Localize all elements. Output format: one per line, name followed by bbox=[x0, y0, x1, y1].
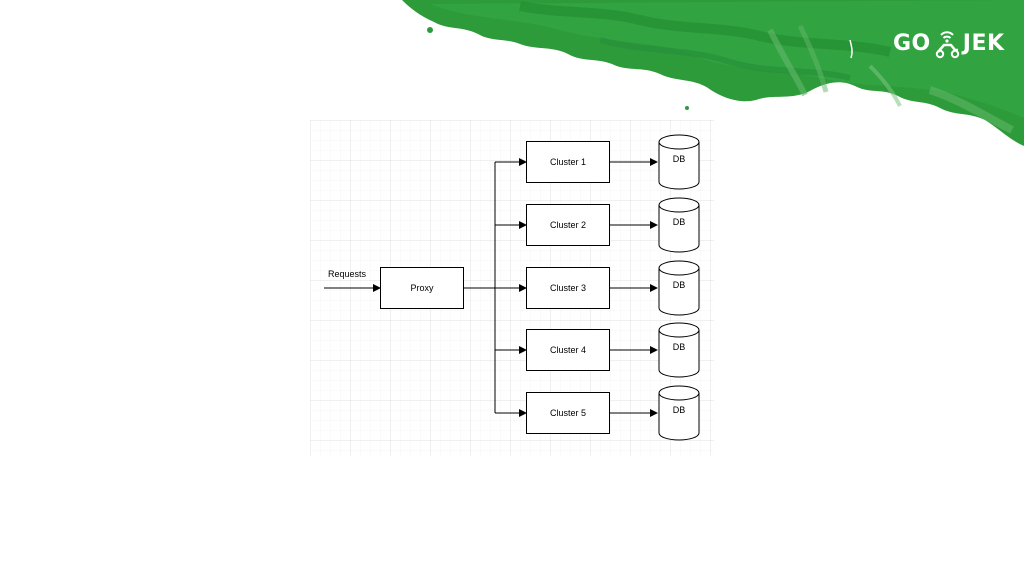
proxy-node: Proxy bbox=[380, 267, 464, 309]
cluster-3-node: Cluster 3 bbox=[526, 267, 610, 309]
db-3-cylinder: DB bbox=[658, 260, 700, 316]
db-3-label: DB bbox=[672, 280, 686, 290]
cluster-5-label: Cluster 5 bbox=[549, 408, 586, 418]
gojek-logo: GO JEK bbox=[893, 24, 1005, 64]
logo-jek-text: JEK bbox=[962, 31, 1005, 56]
db-5-cylinder: DB bbox=[658, 385, 700, 441]
cluster-1-node: Cluster 1 bbox=[526, 141, 610, 183]
architecture-diagram: Requests Proxy Cluster 1 Cluster 2 Clust… bbox=[310, 120, 714, 456]
requests-label: Requests bbox=[328, 269, 367, 279]
db-1-cylinder: DB bbox=[658, 134, 700, 190]
proxy-label: Proxy bbox=[410, 283, 434, 293]
db-4-label: DB bbox=[672, 342, 686, 352]
database-icon bbox=[658, 322, 700, 378]
cluster-4-label: Cluster 4 bbox=[549, 345, 586, 355]
database-icon bbox=[658, 260, 700, 316]
cluster-2-label: Cluster 2 bbox=[549, 220, 586, 230]
database-icon bbox=[658, 197, 700, 253]
cluster-4-node: Cluster 4 bbox=[526, 329, 610, 371]
db-5-label: DB bbox=[672, 405, 686, 415]
db-2-cylinder: DB bbox=[658, 197, 700, 253]
cluster-1-label: Cluster 1 bbox=[549, 157, 586, 167]
logo-go-text: GO bbox=[893, 31, 931, 56]
db-4-cylinder: DB bbox=[658, 322, 700, 378]
database-icon bbox=[658, 385, 700, 441]
diagram-canvas bbox=[310, 120, 714, 456]
cluster-5-node: Cluster 5 bbox=[526, 392, 610, 434]
scooter-rider-icon bbox=[935, 31, 959, 59]
db-2-label: DB bbox=[672, 217, 686, 227]
db-1-label: DB bbox=[672, 154, 686, 164]
cluster-3-label: Cluster 3 bbox=[549, 283, 586, 293]
database-icon bbox=[658, 134, 700, 190]
cluster-2-node: Cluster 2 bbox=[526, 204, 610, 246]
